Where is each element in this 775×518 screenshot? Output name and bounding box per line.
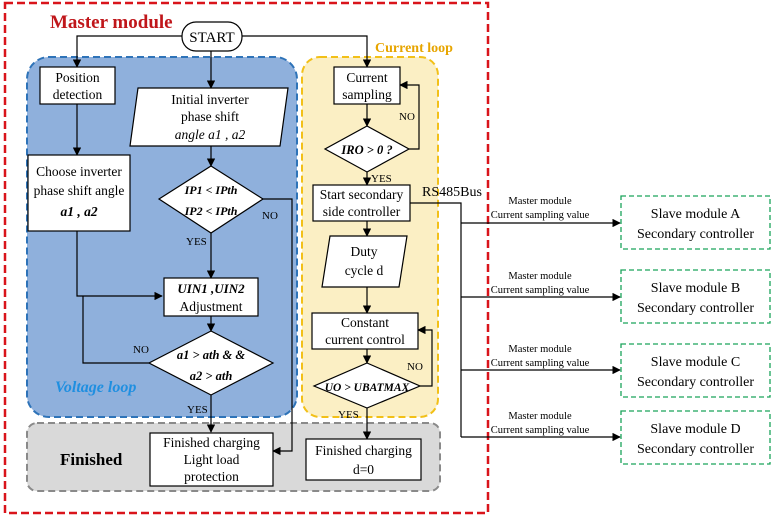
- finished-d-line1: Finished charging: [315, 443, 412, 458]
- voltage-loop-region: [26, 56, 298, 418]
- current-sampling-box: [333, 66, 401, 105]
- voltage-loop-connectors: [72, 35, 372, 456]
- link-b-label-line1: Master module: [508, 271, 572, 282]
- slave-c-line1: Slave module C: [651, 355, 740, 370]
- slave-module-d-box: [620, 410, 771, 465]
- slave-a-line2: Secondary controller: [637, 227, 754, 242]
- link-b-label-line2: Current sampling value: [491, 285, 590, 296]
- edge-label-no-iro: NO: [399, 111, 415, 123]
- edge-label-yes-cond2: YES: [187, 404, 208, 416]
- start-secondary-line1: Start secondary: [320, 187, 404, 202]
- edge-label-no-cond2: NO: [133, 344, 149, 356]
- edge-label-yes-cond1: YES: [186, 236, 207, 248]
- position-detection-line2: detection: [53, 87, 103, 102]
- decision2-line2: a2 > ath: [190, 369, 233, 383]
- constant-current-box: [311, 312, 419, 350]
- rs485-bus: [410, 202, 621, 442]
- slave-module-b-box: [620, 269, 771, 324]
- constant-current-line2: current control: [325, 332, 405, 347]
- iro-decision: [323, 125, 411, 173]
- slave-b-line2: Secondary controller: [637, 301, 754, 316]
- finished-d-line2: d=0: [353, 462, 374, 477]
- initial-inverter-io: [129, 87, 289, 147]
- finished-light-load-box: [149, 432, 274, 487]
- initial-inverter-line3: angle a1 , a2: [175, 127, 246, 142]
- slave-d-line1: Slave module D: [650, 422, 740, 437]
- rs485-bus-label: RS485Bus: [422, 185, 482, 200]
- current-loop-label: Current loop: [375, 41, 453, 56]
- choose-inverter-line1: Choose inverter: [36, 164, 122, 179]
- decision1-line1: IP1 < IPth: [184, 183, 238, 197]
- decision2-line1: a1 > ath & &: [177, 348, 246, 362]
- edge-label-yes-uo: YES: [338, 409, 359, 421]
- start-terminal: [181, 21, 243, 52]
- position-detection-box: [39, 66, 116, 105]
- start-label: START: [189, 30, 234, 46]
- initial-inverter-line2: phase shift: [181, 109, 239, 124]
- decision1-line2: IP2 < IPth: [184, 204, 238, 218]
- master-module-label: Master module: [50, 12, 173, 33]
- finished-light-line2: Light load: [184, 452, 240, 467]
- uo-decision-label: UO > UBATMAX: [325, 382, 410, 394]
- slave-module-c-box: [620, 343, 771, 398]
- finished-duty-zero-box: [305, 438, 422, 481]
- master-module-region: [3, 1, 490, 515]
- link-d-label-line2: Current sampling value: [491, 425, 590, 436]
- voltage-loop-label: Voltage loop: [55, 379, 136, 396]
- finished-light-line3: protection: [184, 469, 239, 484]
- slave-a-line1: Slave module A: [651, 207, 741, 222]
- duty-cycle-io: [321, 235, 408, 288]
- slave-b-line1: Slave module B: [651, 281, 740, 296]
- position-detection-line1: Position: [55, 70, 100, 85]
- finished-light-line1: Finished charging: [163, 435, 260, 450]
- constant-current-line1: Constant: [341, 315, 389, 330]
- slave-module-a-box: [620, 195, 771, 250]
- slave-c-line2: Secondary controller: [637, 375, 754, 390]
- finished-label: Finished: [60, 450, 123, 469]
- slave-d-line2: Secondary controller: [637, 442, 754, 457]
- phase-angle-decision: [147, 330, 275, 396]
- current-threshold-decision: [157, 165, 265, 234]
- initial-inverter-line1: Initial inverter: [171, 92, 249, 107]
- choose-inverter-box: [27, 154, 131, 232]
- iro-decision-label: IRO > 0 ?: [340, 143, 392, 157]
- battery-voltage-decision: [312, 362, 422, 409]
- adjustment-line2: Adjustment: [180, 299, 243, 314]
- edge-label-no-uo: NO: [407, 361, 423, 373]
- link-c-label-line2: Current sampling value: [491, 358, 590, 369]
- current-loop-connectors: [362, 80, 433, 440]
- choose-inverter-line3: a1 , a2: [60, 204, 97, 219]
- link-d-label-line1: Master module: [508, 411, 572, 422]
- start-secondary-line2: side controller: [323, 204, 401, 219]
- link-c-label-line1: Master module: [508, 344, 572, 355]
- start-secondary-box: [312, 184, 411, 222]
- duty-cycle-line1: Duty: [351, 244, 378, 259]
- link-a-label-line2: Current sampling value: [491, 210, 590, 221]
- edge-label-yes-iro: YES: [371, 173, 392, 185]
- edge-label-no-cond1: NO: [262, 210, 278, 222]
- choose-inverter-line2: phase shift angle: [34, 183, 125, 198]
- current-sampling-line2: sampling: [342, 87, 392, 102]
- adjustment-line1: UIN1 ,UIN2: [177, 281, 245, 296]
- link-a-label-line1: Master module: [508, 196, 572, 207]
- current-sampling-line1: Current: [346, 70, 387, 85]
- duty-cycle-line2: cycle d: [345, 263, 384, 278]
- voltage-adjustment-box: [163, 277, 259, 317]
